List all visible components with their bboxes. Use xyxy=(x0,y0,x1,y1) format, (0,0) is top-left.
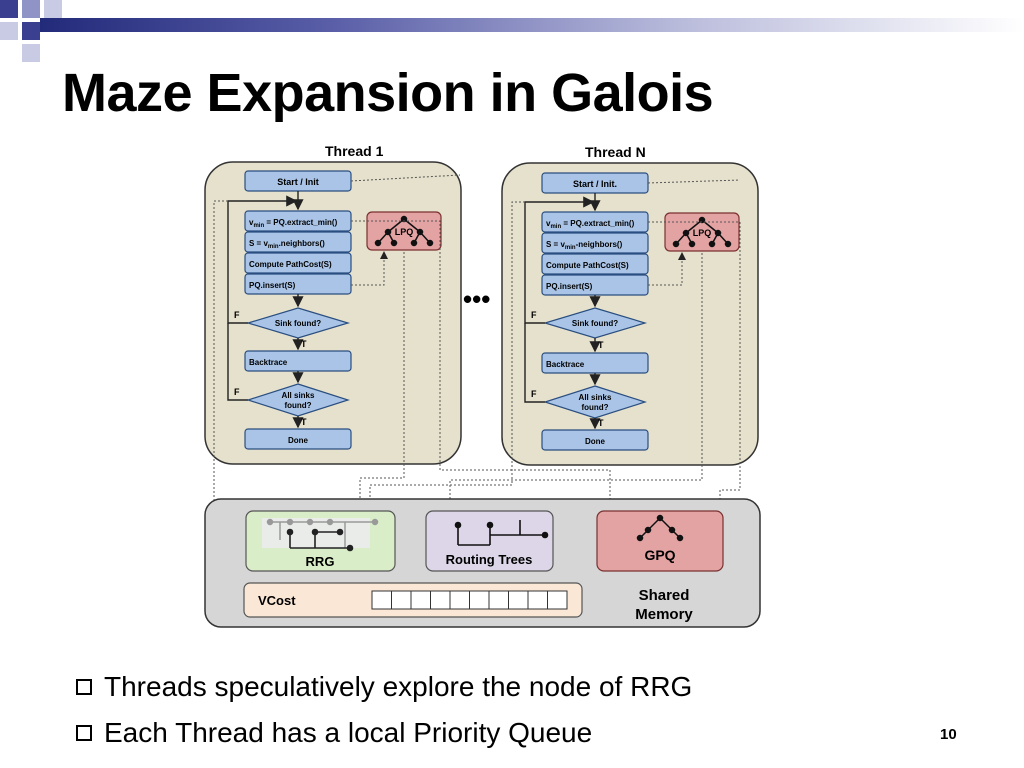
true-label: T xyxy=(301,417,307,427)
all-sinks-text-1: All sinks xyxy=(282,391,315,400)
gpq-tree-icon xyxy=(636,514,684,542)
start-init-text: Start / Init xyxy=(277,177,319,187)
bullet-item: Threads speculatively explore the node o… xyxy=(76,664,692,710)
header-gradient-bar xyxy=(40,18,1024,32)
routing-trees-label: Routing Trees xyxy=(446,552,533,567)
corner-square xyxy=(22,22,40,40)
pq-insert-text: PQ.insert(S) xyxy=(249,281,296,290)
bullet-list: Threads speculatively explore the node o… xyxy=(76,664,692,756)
false-label: F xyxy=(531,310,537,320)
vcost-array xyxy=(371,590,568,610)
false-label: F xyxy=(234,310,240,320)
thread-n-panel xyxy=(501,162,759,466)
corner-square xyxy=(0,22,18,40)
checkbox-bullet-icon xyxy=(76,679,92,695)
lpq-text: LPQ xyxy=(693,228,712,238)
neighbors-box xyxy=(244,231,352,253)
neighbors-text: S = vmin.neighbors() xyxy=(249,239,325,250)
all-sinks-text-1: All sinks xyxy=(579,393,612,402)
thread-1: Thread 1 Start / Init vmin = PQ.extract_… xyxy=(204,143,462,465)
shared-memory-label-2: Memory xyxy=(635,606,693,623)
done-text: Done xyxy=(585,437,606,446)
shared-memory: RRG Routing Trees GPQ VCost Shared Memor… xyxy=(204,498,761,628)
shared-connectors xyxy=(213,174,741,601)
backtrace-text: Backtrace xyxy=(546,360,585,369)
thread-n-flow-arrows xyxy=(524,193,601,430)
done-text: Done xyxy=(288,436,309,445)
maze-expansion-diagram: Thread 1 Start / Init vmin = PQ.extract_… xyxy=(204,143,761,628)
extract-min-text: vmin = PQ.extract_min() xyxy=(546,219,635,230)
lpq-tree-icon xyxy=(672,216,732,248)
bullet-text: Threads speculatively explore the node o… xyxy=(104,671,693,702)
slide-title: Maze Expansion in Galois xyxy=(62,63,714,123)
shared-memory-label-1: Shared xyxy=(639,587,690,604)
sink-found-text: Sink found? xyxy=(572,319,618,328)
true-label: T xyxy=(301,339,307,349)
all-sinks-text-2: found? xyxy=(284,401,311,410)
rrg-graph-icon xyxy=(266,518,379,548)
compute-pathcost-box xyxy=(541,253,649,275)
start-init-text: Start / Init. xyxy=(573,179,617,189)
neighbors-box xyxy=(541,232,649,254)
compute-pathcost-text: Compute PathCost(S) xyxy=(546,261,629,270)
thread-n: Thread N Start / Init. vmin = PQ.extract… xyxy=(501,144,759,466)
done-box xyxy=(541,429,649,451)
compute-pathcost-text: Compute PathCost(S) xyxy=(249,260,332,269)
gpq-label: GPQ xyxy=(644,547,675,563)
true-label: T xyxy=(598,340,604,350)
neighbors-text: S = vmin-neighbors() xyxy=(546,240,623,251)
thread-1-label: Thread 1 xyxy=(325,143,384,159)
all-sinks-text-2: found? xyxy=(581,403,608,412)
corner-square xyxy=(22,44,40,62)
gpq-box xyxy=(596,510,724,572)
corner-square xyxy=(44,0,62,18)
sink-found-text: Sink found? xyxy=(275,319,321,328)
rrg-label: RRG xyxy=(306,554,335,569)
extract-min-text: vmin = PQ.extract_min() xyxy=(249,218,338,229)
thread-1-panel xyxy=(204,161,462,465)
checkbox-bullet-icon xyxy=(76,725,92,741)
routing-tree-icon xyxy=(454,520,549,546)
lpq-tree-icon xyxy=(374,215,434,247)
lpq-text: LPQ xyxy=(395,227,414,237)
ellipsis: ••• xyxy=(463,284,490,314)
true-label: T xyxy=(598,418,604,428)
bullet-item: Each Thread has a local Priority Queue xyxy=(76,710,692,756)
page-number: 10 xyxy=(940,726,957,743)
pq-insert-text: PQ.insert(S) xyxy=(546,282,593,291)
thread-n-label: Thread N xyxy=(585,144,646,160)
bullet-text: Each Thread has a local Priority Queue xyxy=(104,717,593,748)
vcost-label: VCost xyxy=(258,593,296,608)
compute-pathcost-box xyxy=(244,252,352,274)
corner-square xyxy=(22,0,40,18)
false-label: F xyxy=(234,387,240,397)
thread-1-flow-arrows xyxy=(227,191,304,429)
false-label: F xyxy=(531,389,537,399)
done-box xyxy=(244,428,352,450)
backtrace-text: Backtrace xyxy=(249,358,288,367)
corner-square xyxy=(0,0,18,18)
lpq-box xyxy=(366,211,442,251)
